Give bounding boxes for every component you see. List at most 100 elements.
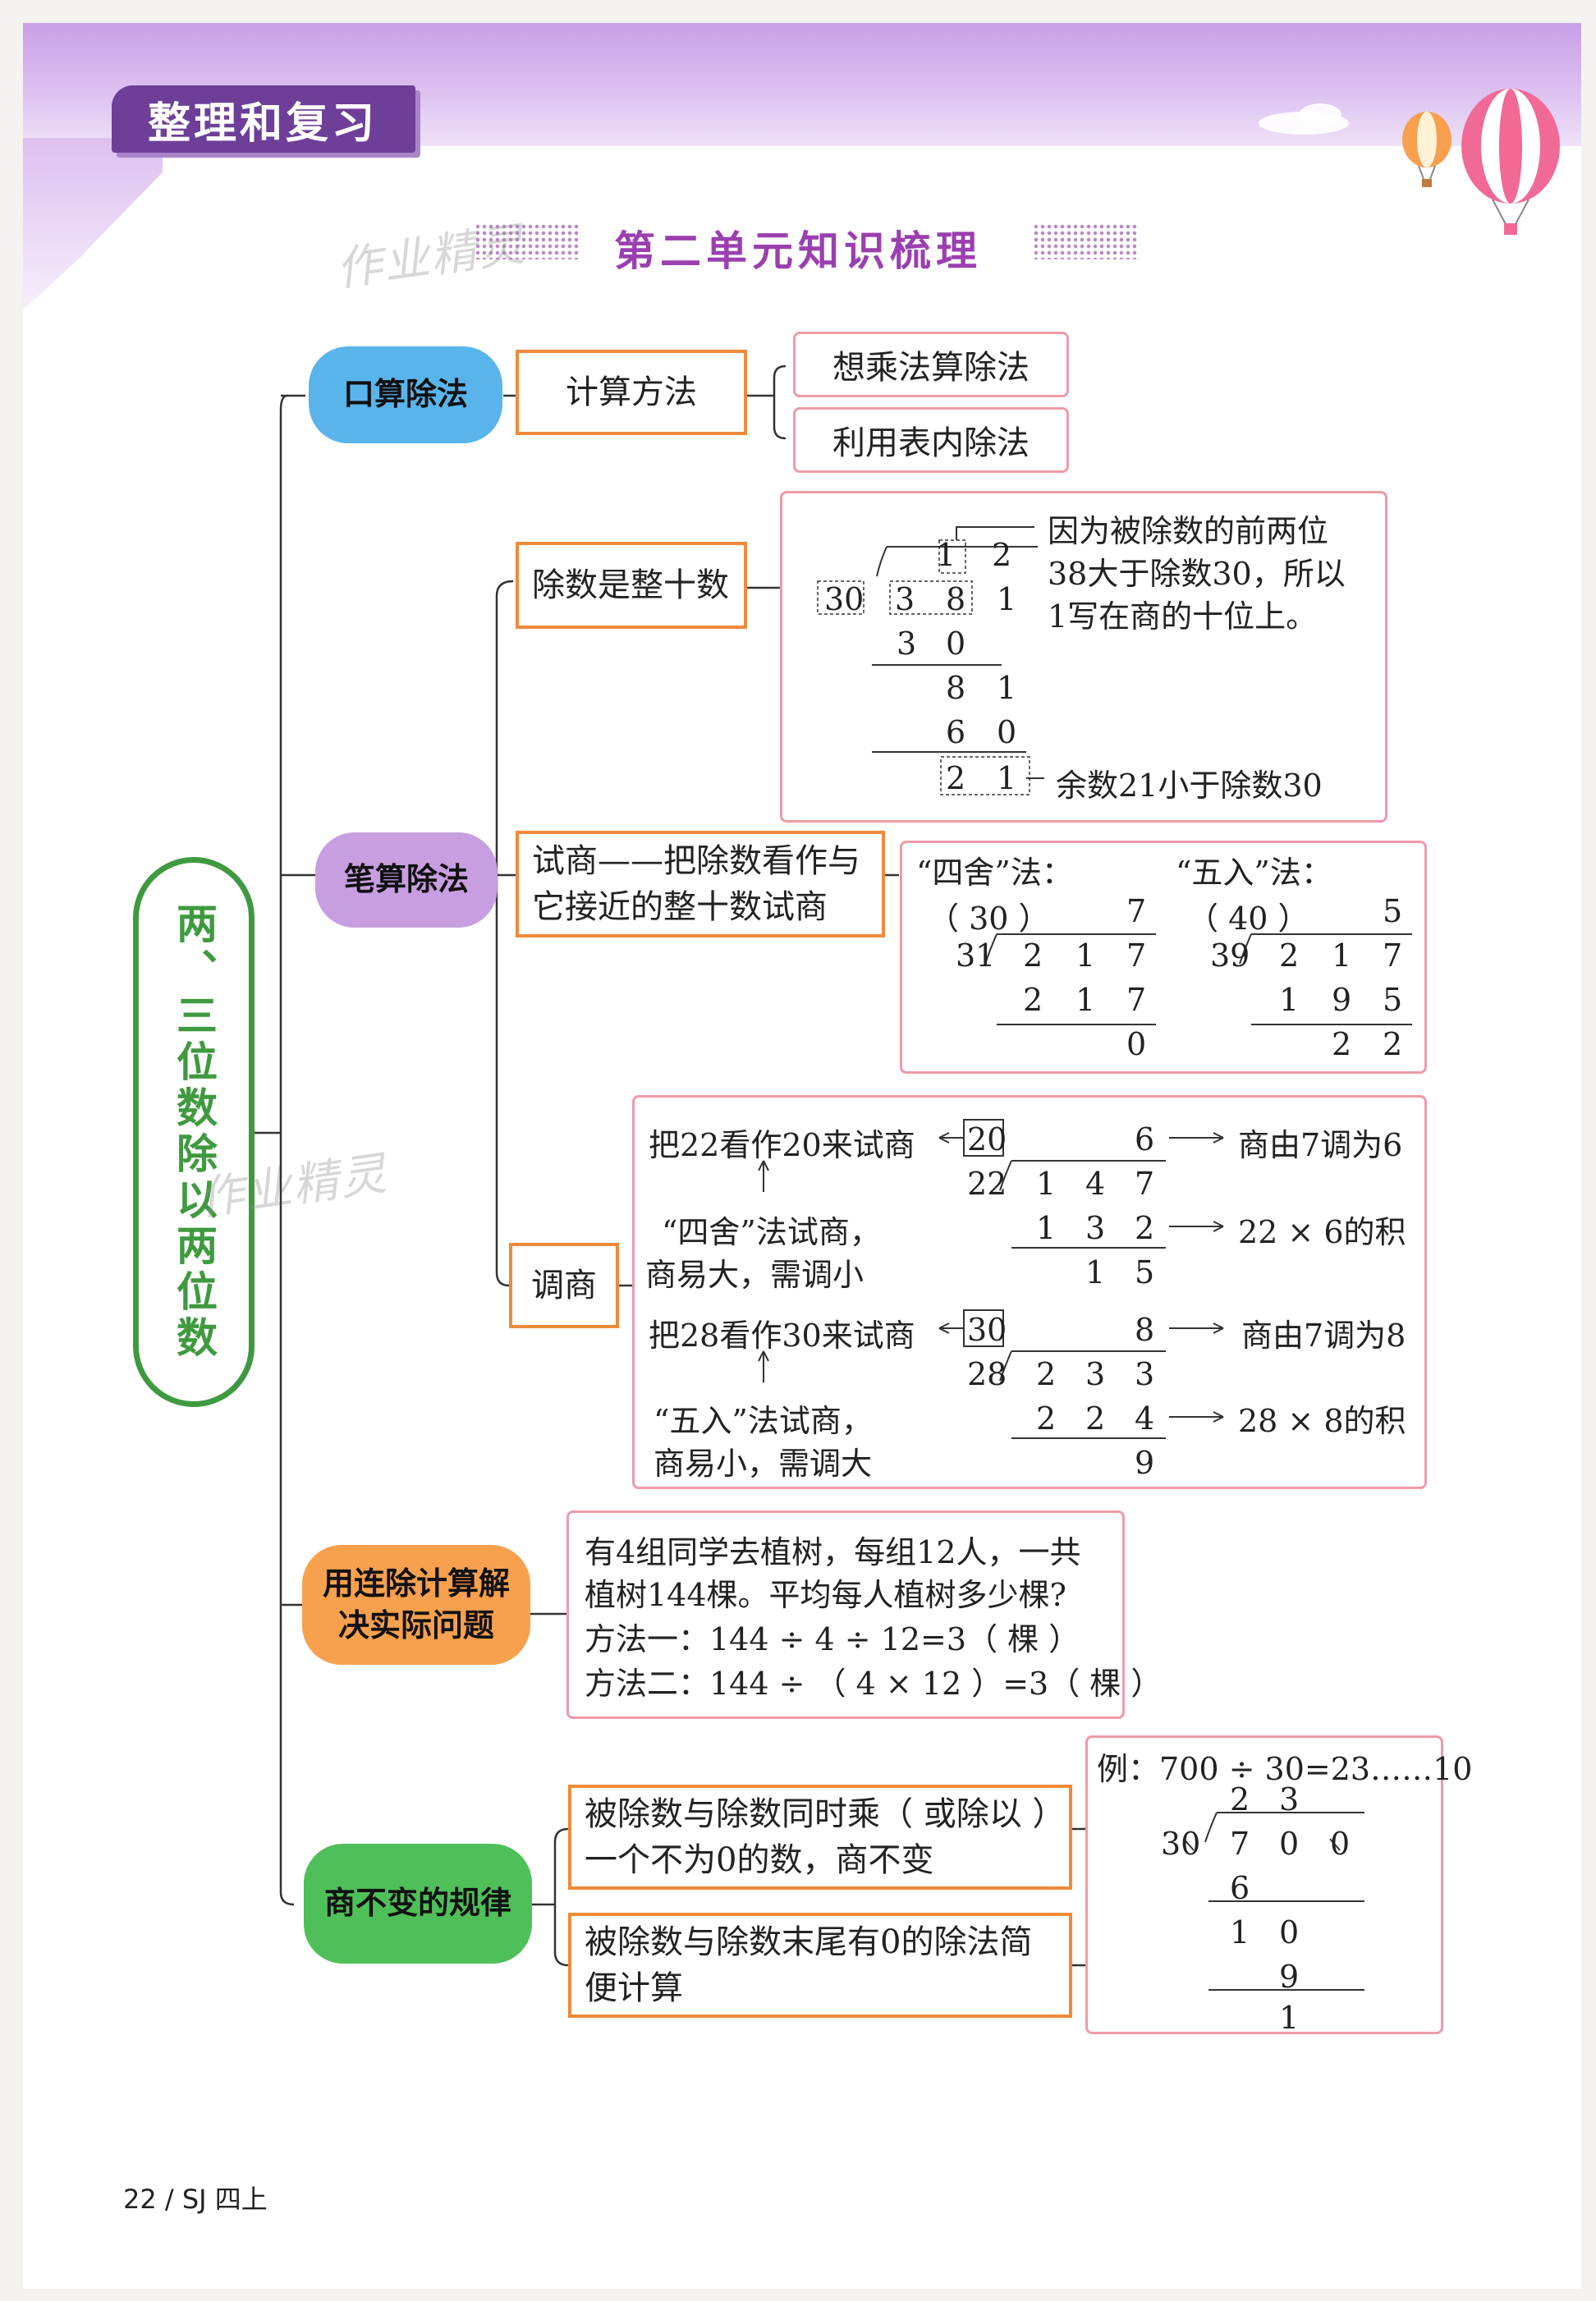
si-she-remainder: 0 [1126,1026,1147,1062]
whole-ten-q1: 1 [936,537,956,573]
invariance-s3: 9 [1279,1959,1300,1995]
whole-ten-d1: 3 [895,581,915,617]
whole-ten-note-3: 1写在商的十位上。 [1048,598,1318,635]
page-footer: 22 / SJ 四上 [123,2184,268,2215]
si-she-d2: 1 [1075,937,1096,974]
adjust2-note2: 28 × 8的积 [1238,1403,1406,1439]
invariance-s2a: 1 [1230,1914,1250,1950]
si-she-p1: 2 [1023,982,1043,1018]
rule1-line2: 一个不为0的数，商不变 [585,1841,934,1879]
adjust2-quotient: 8 [1135,1312,1155,1348]
wu-ru-r1: 2 [1332,1026,1352,1062]
branch-continuous-division: 用连除计算解 决实际问题 [302,1545,530,1665]
adjust1-p3: 2 [1135,1210,1155,1246]
continuous-label-1: 用连除计算解 [322,1565,510,1602]
adjust2-p3: 4 [1135,1400,1155,1437]
invariance-lines [1183,1812,1364,1991]
whole-ten-divisor: 30 [824,581,864,617]
si-she-d1: 2 [1023,937,1043,974]
adjust2-box: 30 [967,1312,1007,1348]
whole-ten-s2b: 1 [997,670,1017,706]
whole-ten-r1: 2 [946,760,966,796]
branch-written-division: 笔算除法 [315,832,498,928]
adjust1-r1: 1 [1085,1254,1106,1290]
invariance-q2: 3 [1279,1781,1300,1817]
page-title: 第二单元知识梳理 [614,227,982,275]
adjust1-r2: 5 [1135,1254,1155,1290]
branch-oral-division: 口算除法 [309,346,502,443]
title-dots-right [1033,223,1140,259]
wu-ru-p3: 5 [1383,982,1403,1018]
invariance-d3: 0 [1330,1826,1351,1862]
whole-ten-d3: 1 [997,581,1017,617]
invariance-example-label: 例：700 ÷ 30=23……10 [1097,1751,1473,1787]
wu-ru-r2: 2 [1383,1026,1403,1062]
adjust2-d2: 3 [1085,1356,1106,1392]
oral-method-box: 计算方法 [516,350,747,435]
continuous-line-1: 有4组同学去植树，每组12人，一共 [585,1534,1081,1570]
adjust2-p2: 2 [1085,1400,1106,1437]
trial-label: 试商——把除数看作与它接近的整十数试商 [532,842,860,926]
si-she-quotient: 7 [1126,893,1147,929]
si-she-d3: 7 [1126,937,1147,974]
si-she-title: “四舍”法： [916,855,1073,891]
wu-ru-divisor: 39 [1210,937,1250,974]
adjust2-p1: 2 [1036,1400,1057,1437]
adjust2-line1: 把28看作30来试商 [649,1318,915,1354]
whole-ten-remainder-note: 余数21小于除数30 [1056,768,1323,804]
main-topic: 两、三位数除以两位数 [133,857,255,1407]
whole-ten-box: 除数是整十数 [516,542,747,629]
wu-ru-d2: 1 [1332,937,1352,974]
adjust1-d1: 1 [1036,1166,1057,1202]
whole-ten-q2: 2 [992,537,1012,573]
whole-ten-note-2: 38大于除数30，所以 [1048,556,1346,592]
si-she-p2: 1 [1075,982,1096,1018]
adjust1-d2: 4 [1085,1166,1106,1202]
invariance-q1: 2 [1230,1781,1250,1817]
title-dots-left [475,223,581,259]
adjust1-note2: 22 × 6的积 [1238,1214,1406,1250]
balloon-decoration-icon [1259,89,1560,235]
rule2-line2: 便计算 [585,1969,683,2007]
invariance-s1: 6 [1230,1870,1250,1906]
invariance-remainder: 1 [1279,2000,1300,2036]
trial-box: 试商——把除数看作与它接近的整十数试商 [516,831,885,937]
adjust1-divisor: 22 [967,1166,1007,1202]
wu-ru-quotient: 5 [1383,893,1403,929]
invariance-s2b: 0 [1279,1914,1300,1950]
invariance-d2: 0 [1279,1826,1300,1862]
rule1-line1: 被除数与除数同时乘（ 或除以 ） [585,1795,1066,1833]
adjust1-p2: 3 [1085,1210,1106,1246]
rule2-line1: 被除数与除数末尾有0的除法简 [585,1923,1033,1961]
adjust1-note1: 商由7调为6 [1238,1127,1403,1163]
si-she-p3: 7 [1126,982,1147,1018]
adjust2-d3: 3 [1135,1356,1155,1392]
invariance-rule-1: 被除数与除数同时乘（ 或除以 ） 一个不为0的数，商不变 [568,1785,1072,1890]
whole-ten-s3a: 6 [946,714,966,750]
whole-ten-r2: 1 [997,760,1017,796]
wu-ru-approx: （ 40 ） [1187,901,1309,937]
whole-ten-s1a: 3 [897,626,917,662]
adjust1-line3: 商易大，需调小 [645,1257,864,1293]
continuous-line-4: 方法二：144 ÷ （ 4 × 12 ）=3（ 棵 ） [585,1666,1163,1702]
whole-ten-s2a: 8 [946,670,966,706]
adjust1-p1: 1 [1036,1210,1057,1246]
continuous-example [566,1510,1125,1719]
invariance-rule-2: 被除数与除数末尾有0的除法简 便计算 [568,1913,1072,2018]
oral-item-2: 利用表内除法 [793,407,1069,473]
continuous-line-3: 方法一：144 ÷ 4 ÷ 12=3（ 棵 ） [585,1621,1080,1657]
continuous-label-2: 决实际问题 [337,1607,494,1643]
adjust1-d3: 7 [1135,1166,1155,1202]
adjust2-note1: 商由7调为8 [1241,1318,1406,1354]
trial-lines [984,933,1412,1025]
wu-ru-d1: 2 [1279,937,1300,974]
adjust2-remainder: 9 [1135,1445,1155,1481]
whole-ten-d2: 8 [946,581,966,617]
continuous-line-2: 植树144棵。平均每人植树多少棵? [585,1577,1066,1613]
invariance-example [1085,1735,1443,2034]
adjust1-quotient: 6 [1135,1121,1155,1157]
adjust2-line3: 商易小，需调大 [654,1446,873,1482]
wu-ru-p1: 1 [1279,982,1300,1018]
wu-ru-p2: 9 [1332,982,1352,1018]
